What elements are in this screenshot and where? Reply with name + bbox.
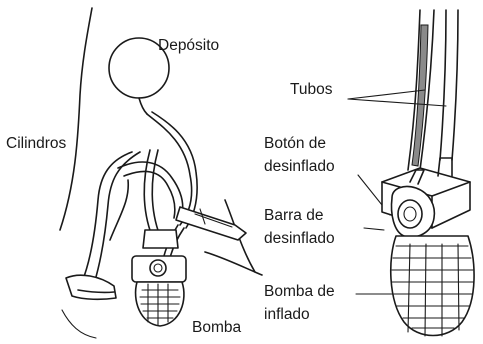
valve-block	[381, 157, 471, 238]
cylinders-drawing	[65, 151, 247, 301]
pump-label: Bomba	[192, 319, 242, 336]
body-outline	[59, 7, 263, 339]
reservoir-label: Depósito	[158, 37, 220, 54]
cylinders-label: Cilindros	[6, 135, 67, 152]
leader-lines	[347, 89, 447, 295]
tubes-label: Tubos	[290, 81, 333, 98]
pump-tubing	[142, 149, 185, 259]
inflate-pump-label-line1: Bomba de	[264, 283, 335, 300]
inflate-pump-label-line2: inflado	[264, 306, 310, 323]
deflate-button-label-line2: desinflado	[264, 158, 335, 175]
deflate-button-label-line1: Botón de	[264, 135, 327, 152]
deflate-bar-label-line1: Barra de	[264, 207, 324, 224]
pump-bulb	[389, 235, 475, 337]
detail-tubes	[407, 9, 459, 171]
small-pump-drawing	[131, 255, 187, 327]
deflate-bar-label-line2: desinflado	[264, 230, 335, 247]
